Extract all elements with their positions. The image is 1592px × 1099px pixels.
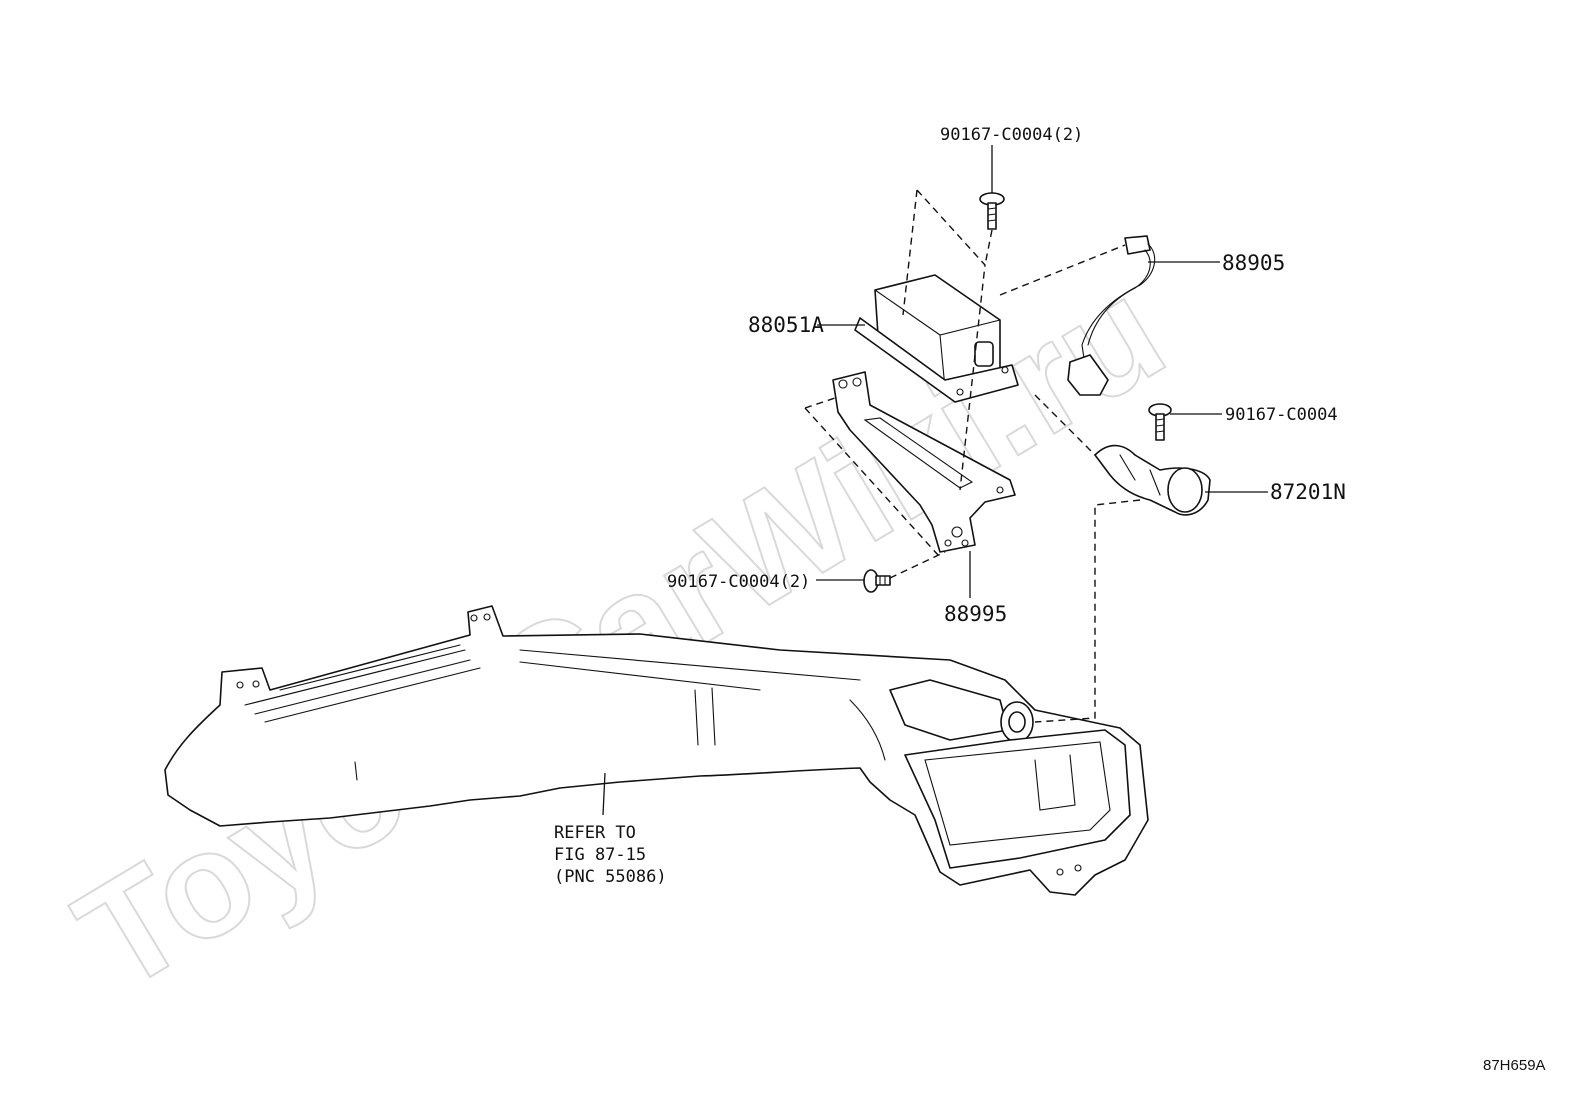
refer-note-line3: (PNC 55086) (554, 867, 667, 887)
figure-code: 87H659A (1483, 1057, 1546, 1074)
callout-bracket: 88995 (944, 602, 1007, 626)
callout-screw-left: 90167-C0004(2) (667, 572, 810, 592)
callout-screw-top: 90167-C0004(2) (940, 125, 1083, 145)
control-module (854, 274, 1019, 403)
refer-note-line2: FIG 87-15 (554, 845, 646, 865)
callout-screw-right: 90167-C0004 (1225, 405, 1338, 425)
callout-module: 88051A (748, 313, 824, 337)
air-duct-assembly (164, 605, 1149, 896)
screw-right (1148, 403, 1172, 441)
phantom-lines (804, 189, 1141, 723)
refer-note-line1: REFER TO (554, 823, 636, 843)
callout-hose: 87201N (1270, 480, 1346, 504)
callout-harness: 88905 (1222, 251, 1285, 275)
leader-lines (602, 145, 1268, 816)
bracket (832, 371, 1016, 553)
duct-hose (1094, 444, 1211, 516)
screw-top (979, 192, 1005, 230)
screw-left (863, 569, 891, 593)
